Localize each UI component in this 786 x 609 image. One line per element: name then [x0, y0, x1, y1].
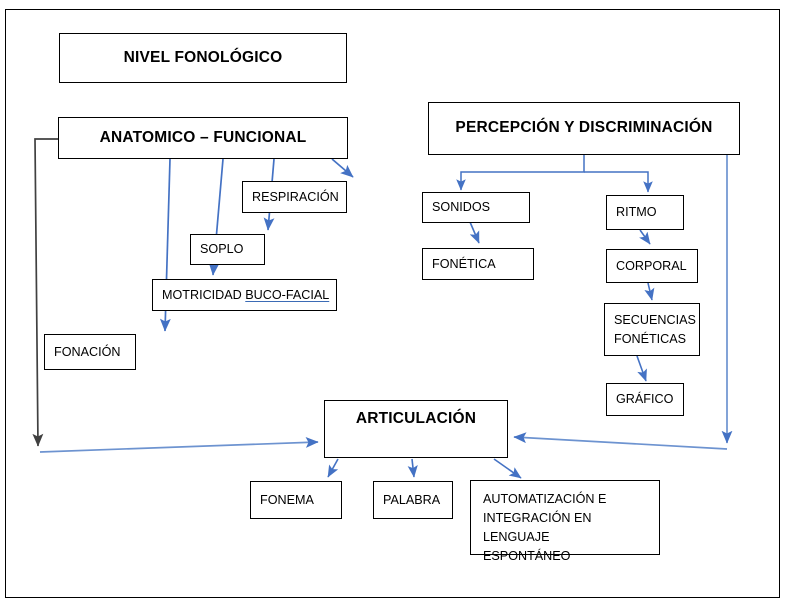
node-soplo[interactable]: SOPLO [190, 234, 265, 265]
node-label: RITMO [616, 205, 657, 220]
connector-percepcion-bus-right [584, 171, 653, 193]
node-label: SONIDOS [432, 200, 491, 215]
node-ritmo[interactable]: RITMO [606, 195, 684, 230]
node-sonidos[interactable]: SONIDOS [422, 192, 530, 223]
node-motricidad-buco-facial[interactable]: MOTRICIDAD BUCO-FACIAL [152, 279, 337, 311]
connector-ritmo-corporal [639, 229, 651, 245]
node-label-multiline: SECUENCIAS FONÉTICAS [614, 311, 699, 349]
node-label: PALABRA [383, 492, 441, 507]
node-palabra[interactable]: PALABRA [373, 481, 453, 519]
node-anatomico-funcional[interactable]: ANATOMICO – FUNCIONAL [58, 117, 348, 159]
connector-percepcion-articulacion-left [513, 432, 728, 450]
node-label: NIVEL FONOLÓGICO [123, 48, 283, 66]
node-fonacion[interactable]: FONACIÓN [44, 334, 136, 370]
node-label: SOPLO [200, 242, 244, 257]
node-label-composite: MOTRICIDAD BUCO-FACIAL [162, 287, 336, 304]
connector-articulacion-palabra [407, 458, 418, 478]
node-secuencias-foneticas[interactable]: SECUENCIAS FONÉTICAS [604, 303, 700, 356]
node-label: RESPIRACIÓN [252, 189, 339, 204]
node-fonema[interactable]: FONEMA [250, 481, 342, 519]
node-corporal[interactable]: CORPORAL [606, 249, 698, 283]
node-label: PERCEPCIÓN Y DISCRIMINACIÓN [455, 119, 713, 137]
node-label-multiline: AUTOMATIZACIÓN E INTEGRACIÓN EN LENGUAJE… [483, 490, 651, 566]
node-label: ANATOMICO – FUNCIONAL [99, 128, 307, 146]
node-label-line-2: INTEGRACIÓN EN LENGUAJE [483, 510, 592, 544]
node-label: CORPORAL [616, 258, 687, 273]
node-label-prefix: MOTRICIDAD [162, 287, 246, 302]
node-grafico[interactable]: GRÁFICO [606, 383, 684, 416]
connector-secuencias-grafico [636, 355, 647, 382]
connector-percepcion-bus [456, 155, 585, 191]
node-nivel-fonologico[interactable]: NIVEL FONOLÓGICO [59, 33, 347, 83]
connector-sonidos-fonetica [469, 221, 480, 244]
connector-articulacion-fonema [327, 458, 339, 478]
node-label-line-3: ESPONTÁNEO [483, 548, 571, 563]
node-label-line-1: SECUENCIAS [614, 312, 696, 327]
connector-anatomico-articulacion [32, 138, 58, 447]
node-articulacion[interactable]: ARTICULACIÓN [324, 400, 508, 458]
node-label: GRÁFICO [616, 392, 674, 407]
node-label-underlined: BUCO-FACIAL [245, 287, 330, 302]
node-label-line-1: AUTOMATIZACIÓN E [483, 492, 607, 506]
node-label: FONÉTICA [432, 256, 496, 271]
connector-bottomleft-articulacion [39, 437, 319, 453]
connector-anatomico-respiracion [331, 158, 354, 178]
node-fonetica[interactable]: FONÉTICA [422, 248, 534, 280]
node-percepcion-discriminacion[interactable]: PERCEPCIÓN Y DISCRIMINACIÓN [428, 102, 740, 155]
node-label: ARTICULACIÓN [355, 410, 477, 427]
node-respiracion[interactable]: RESPIRACIÓN [242, 181, 347, 213]
connector-articulacion-automatizacion [493, 458, 522, 479]
node-label: FONACIÓN [54, 344, 121, 359]
node-automatizacion-integracion[interactable]: AUTOMATIZACIÓN E INTEGRACIÓN EN LENGUAJE… [470, 480, 660, 563]
node-label-line-2: FONÉTICAS [614, 331, 687, 346]
node-label: FONEMA [260, 492, 314, 507]
connector-corporal-secuencias [644, 282, 655, 301]
